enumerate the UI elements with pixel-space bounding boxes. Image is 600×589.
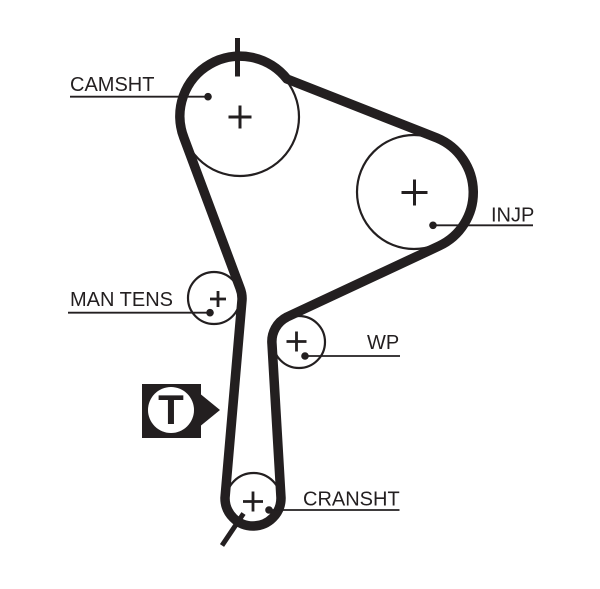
water-pump-leader [301,352,400,360]
tensioner-marker-letter: T [158,386,184,433]
manual-tensioner-center-mark [210,291,226,307]
manual-tensioner-label: MAN TENS [70,289,173,311]
manual-tensioner-leader-dot [206,308,214,317]
water-pump-center-mark [286,331,307,352]
injection-pump-label: INJP [491,205,534,227]
crankshaft-leader [265,506,400,514]
injection-pump-center-mark [401,179,428,206]
camshaft-leader-dot [204,92,212,101]
tensioner-marker-circle [148,387,194,433]
camshaft-leader [70,92,212,101]
manual-tensioner-leader [68,308,214,317]
crankshaft-center-mark [243,491,263,512]
timing-belt-path [175,51,478,531]
camshaft-center-mark [228,105,252,129]
water-pump-leader-dot [301,352,309,360]
crankshaft-label: CRANSHT [303,489,400,511]
injection-pump-leader [429,221,533,230]
injection-pump-leader-dot [429,221,437,230]
crankshaft-leader-dot [265,506,273,514]
water-pump-label: WP [367,332,399,354]
camshaft-label: CAMSHT [70,74,154,96]
tensioner-marker: T [142,384,220,438]
